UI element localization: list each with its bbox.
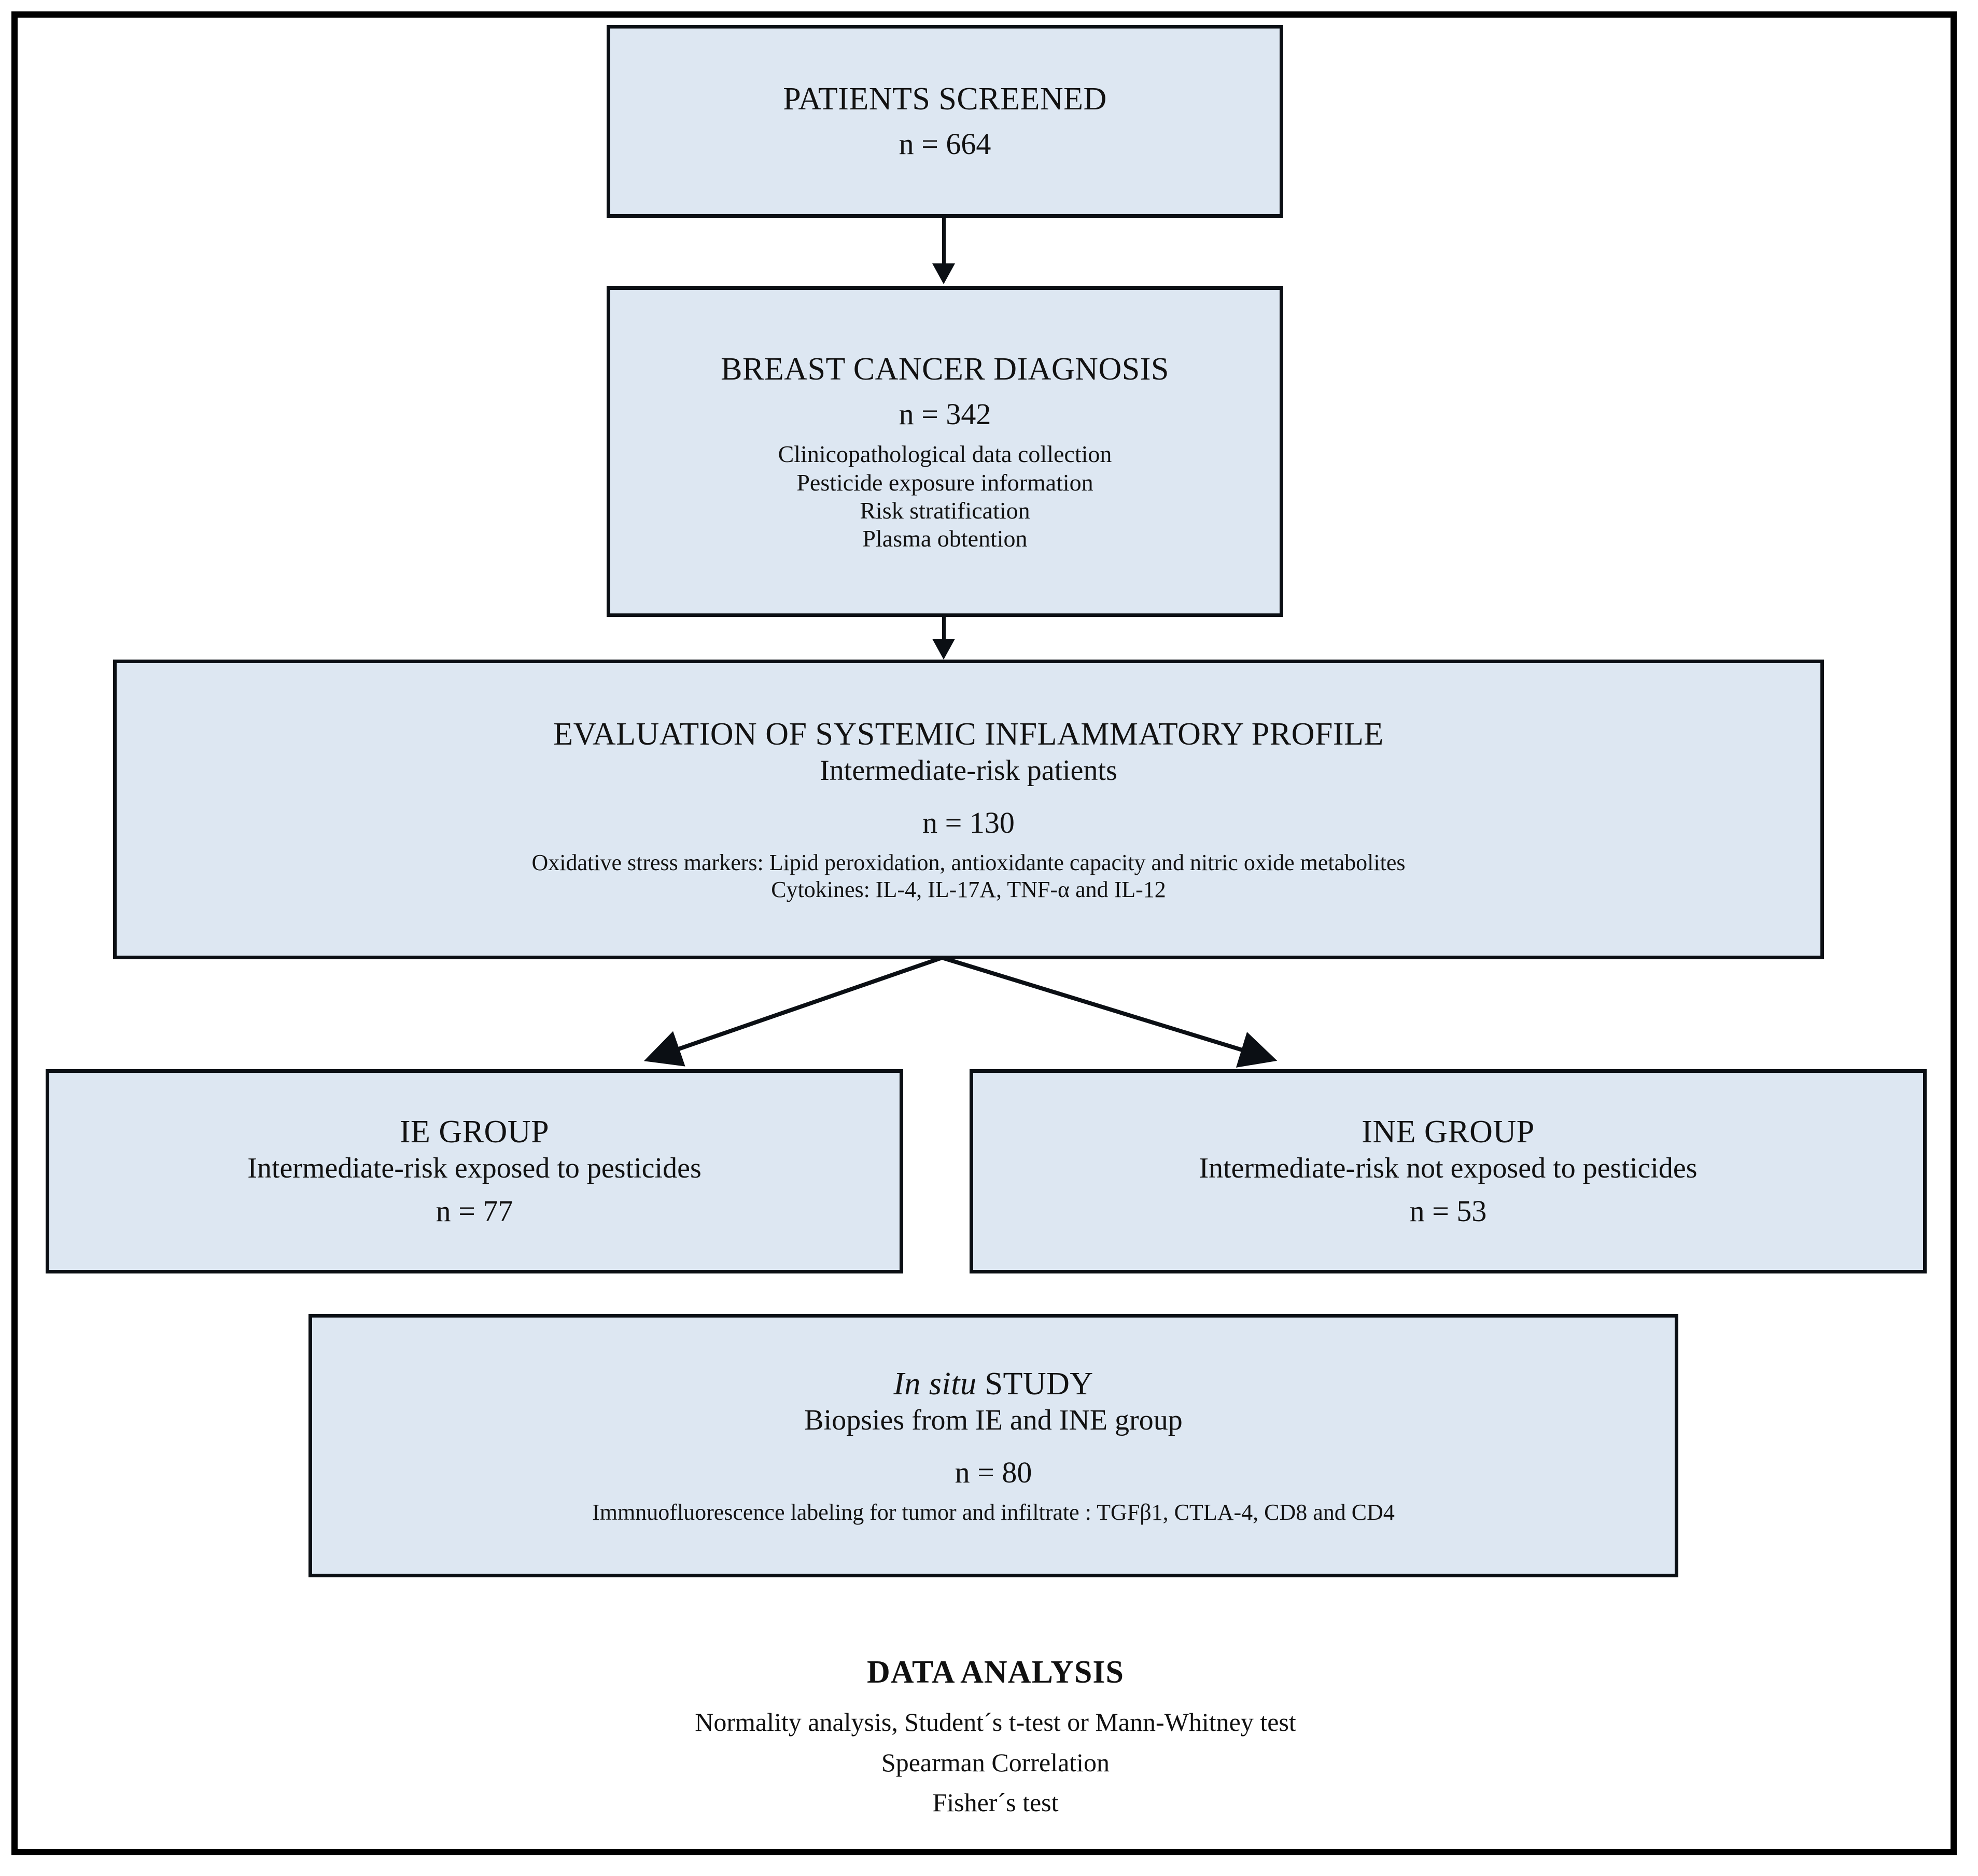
diagnosis-item-3: Plasma obtention <box>862 525 1028 552</box>
connector-diagnosis-to-evaluation-arrowhead <box>932 639 955 660</box>
node-patients-screened: PATIENTS SCREENED n = 664 <box>607 25 1283 218</box>
diagnosis-item-1: Pesticide exposure information <box>796 469 1093 496</box>
ine-group-title: INE GROUP <box>1362 1114 1535 1150</box>
data-analysis-section: DATA ANALYSIS Normality analysis, Studen… <box>321 1654 1670 1823</box>
branch-arrow-left <box>643 956 943 1067</box>
node-ine-group: INE GROUP Intermediate-risk not exposed … <box>970 1069 1927 1273</box>
ie-group-title: IE GROUP <box>399 1114 550 1150</box>
evaluation-count: n = 130 <box>922 806 1015 840</box>
data-analysis-line-0: Normality analysis, Student´s t-test or … <box>695 1707 1296 1737</box>
evaluation-item-1: Cytokines: IL-4, IL-17A, TNF-α and IL-12 <box>771 876 1166 902</box>
connector-diagnosis-to-evaluation-line <box>942 617 946 643</box>
patients-screened-title: PATIENTS SCREENED <box>783 81 1107 117</box>
data-analysis-title: DATA ANALYSIS <box>867 1655 1124 1690</box>
node-ie-group: IE GROUP Intermediate-risk exposed to pe… <box>46 1069 903 1273</box>
node-in-situ-study: In situ STUDY Biopsies from IE and INE g… <box>308 1314 1678 1577</box>
evaluation-title: EVALUATION OF SYSTEMIC INFLAMMATORY PROF… <box>553 717 1384 752</box>
in-situ-title: In situ STUDY <box>321 1365 1665 1403</box>
data-analysis-line-1: Spearman Correlation <box>881 1747 1110 1777</box>
ie-group-count: n = 77 <box>436 1194 513 1228</box>
diagnosis-count: n = 342 <box>899 397 991 431</box>
in-situ-title-rest: STUDY <box>976 1366 1093 1402</box>
in-situ-title-italic: In situ <box>893 1366 977 1402</box>
branch-arrow-right <box>941 956 1278 1068</box>
ine-group-count: n = 53 <box>1409 1194 1487 1228</box>
ie-group-subtitle: Intermediate-risk exposed to pesticides <box>247 1152 702 1185</box>
evaluation-subtitle: Intermediate-risk patients <box>820 754 1117 787</box>
diagnosis-title: BREAST CANCER DIAGNOSIS <box>721 351 1169 387</box>
evaluation-item-0: Oxidative stress markers: Lipid peroxida… <box>531 849 1406 875</box>
diagnosis-item-0: Clinicopathological data collection <box>778 441 1112 468</box>
in-situ-count: n = 80 <box>955 1455 1032 1490</box>
node-breast-cancer-diagnosis: BREAST CANCER DIAGNOSIS n = 342 Clinicop… <box>607 286 1283 617</box>
node-evaluation-systemic-inflammatory-profile: EVALUATION OF SYSTEMIC INFLAMMATORY PROF… <box>113 660 1824 959</box>
connector-screened-to-diagnosis-arrowhead <box>932 263 955 284</box>
patients-screened-count: n = 664 <box>899 127 991 161</box>
connector-screened-to-diagnosis-line <box>942 218 946 270</box>
in-situ-item-0: Immnuofluorescence labeling for tumor an… <box>592 1499 1395 1525</box>
diagnosis-item-2: Risk stratification <box>860 497 1030 524</box>
data-analysis-line-2: Fisher´s test <box>932 1788 1059 1817</box>
in-situ-subtitle: Biopsies from IE and INE group <box>804 1404 1183 1437</box>
connector-evaluation-branch <box>643 956 1278 1068</box>
ine-group-subtitle: Intermediate-risk not exposed to pestici… <box>1199 1152 1698 1185</box>
